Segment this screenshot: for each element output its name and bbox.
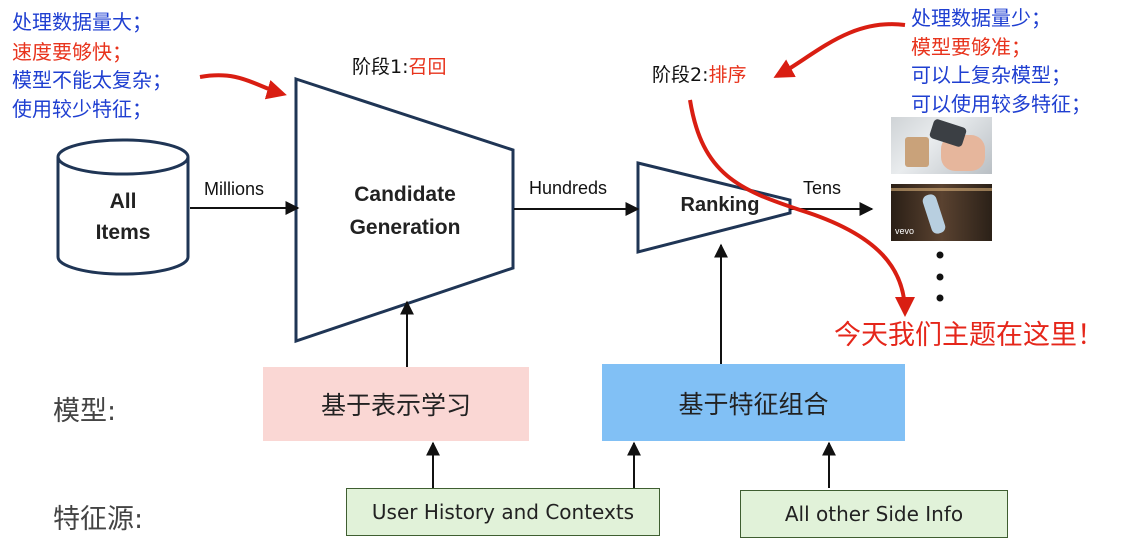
candidate-line2: Generation — [349, 216, 461, 239]
phone-shape — [928, 118, 968, 148]
vevo-thumbnail: vevo — [891, 184, 992, 241]
flow-label-hundreds: Hundreds — [529, 178, 608, 198]
candidate-generation-label: Candidate Generation — [320, 178, 490, 244]
flow-label-millions: Millions — [204, 179, 265, 199]
stage2-label: 阶段2:排序 — [652, 66, 747, 85]
all-items-label: All Items — [78, 186, 168, 248]
user-history-label: User History and Contexts — [371, 500, 635, 524]
all-items-line2: Items — [95, 221, 151, 244]
candidate-line1: Candidate — [354, 183, 456, 206]
left-note-3: 模型不能太复杂； — [12, 68, 172, 92]
phone-coffee-thumbnail — [891, 117, 992, 174]
left-note-2: 速度要够快； — [12, 40, 132, 64]
feature-combination-label: 基于特征组合 — [678, 389, 829, 419]
user-history-box: User History and Contexts — [346, 488, 660, 536]
ellipsis-dot — [936, 294, 944, 302]
stage1-label: 阶段1:召回 — [352, 58, 447, 77]
right-note-3: 可以上复杂模型； — [911, 63, 1071, 87]
candidate-generation-trapezoid — [294, 76, 515, 344]
representation-learning-label: 基于表示学习 — [320, 391, 471, 420]
dancer-shape — [921, 192, 947, 236]
red-arrow-ranking-callout — [688, 99, 915, 317]
flow-label-tens: Tens — [803, 178, 842, 198]
ellipsis-dot — [936, 251, 944, 259]
ranking-label: Ranking — [680, 194, 760, 216]
right-note-4: 可以使用较多特征； — [911, 92, 1091, 116]
left-note-4: 使用较少特征； — [12, 97, 152, 121]
right-note-2: 模型要够准； — [911, 35, 1031, 59]
topic-callout: 今天我们主题在这里！ — [834, 320, 1104, 351]
coffee-cup-shape — [905, 137, 929, 167]
red-arrow-left-notes — [199, 73, 287, 100]
vevo-logo: vevo — [895, 226, 915, 236]
feature-combination-box: 基于特征组合 — [602, 364, 905, 441]
side-info-label: All other Side Info — [784, 502, 964, 526]
left-note-1: 处理数据量大； — [12, 10, 152, 34]
all-items-cylinder — [56, 138, 190, 276]
ranking-trapezoid — [636, 161, 792, 254]
side-info-box: All other Side Info — [740, 490, 1008, 538]
feature-row-label: 特征源: — [53, 504, 144, 535]
right-note-1: 处理数据量少； — [911, 6, 1051, 30]
representation-learning-box: 基于表示学习 — [263, 367, 529, 441]
stage2-prefix: 阶段2: — [652, 64, 709, 86]
ellipsis-dot — [936, 273, 944, 281]
red-arrow-right-notes — [773, 22, 906, 78]
all-items-line1: All — [109, 190, 137, 213]
stage1-name: 召回 — [408, 56, 447, 78]
model-row-label: 模型: — [53, 396, 117, 427]
light-strip — [891, 188, 992, 191]
stage2-name: 排序 — [708, 64, 747, 86]
stage1-prefix: 阶段1: — [352, 56, 409, 78]
